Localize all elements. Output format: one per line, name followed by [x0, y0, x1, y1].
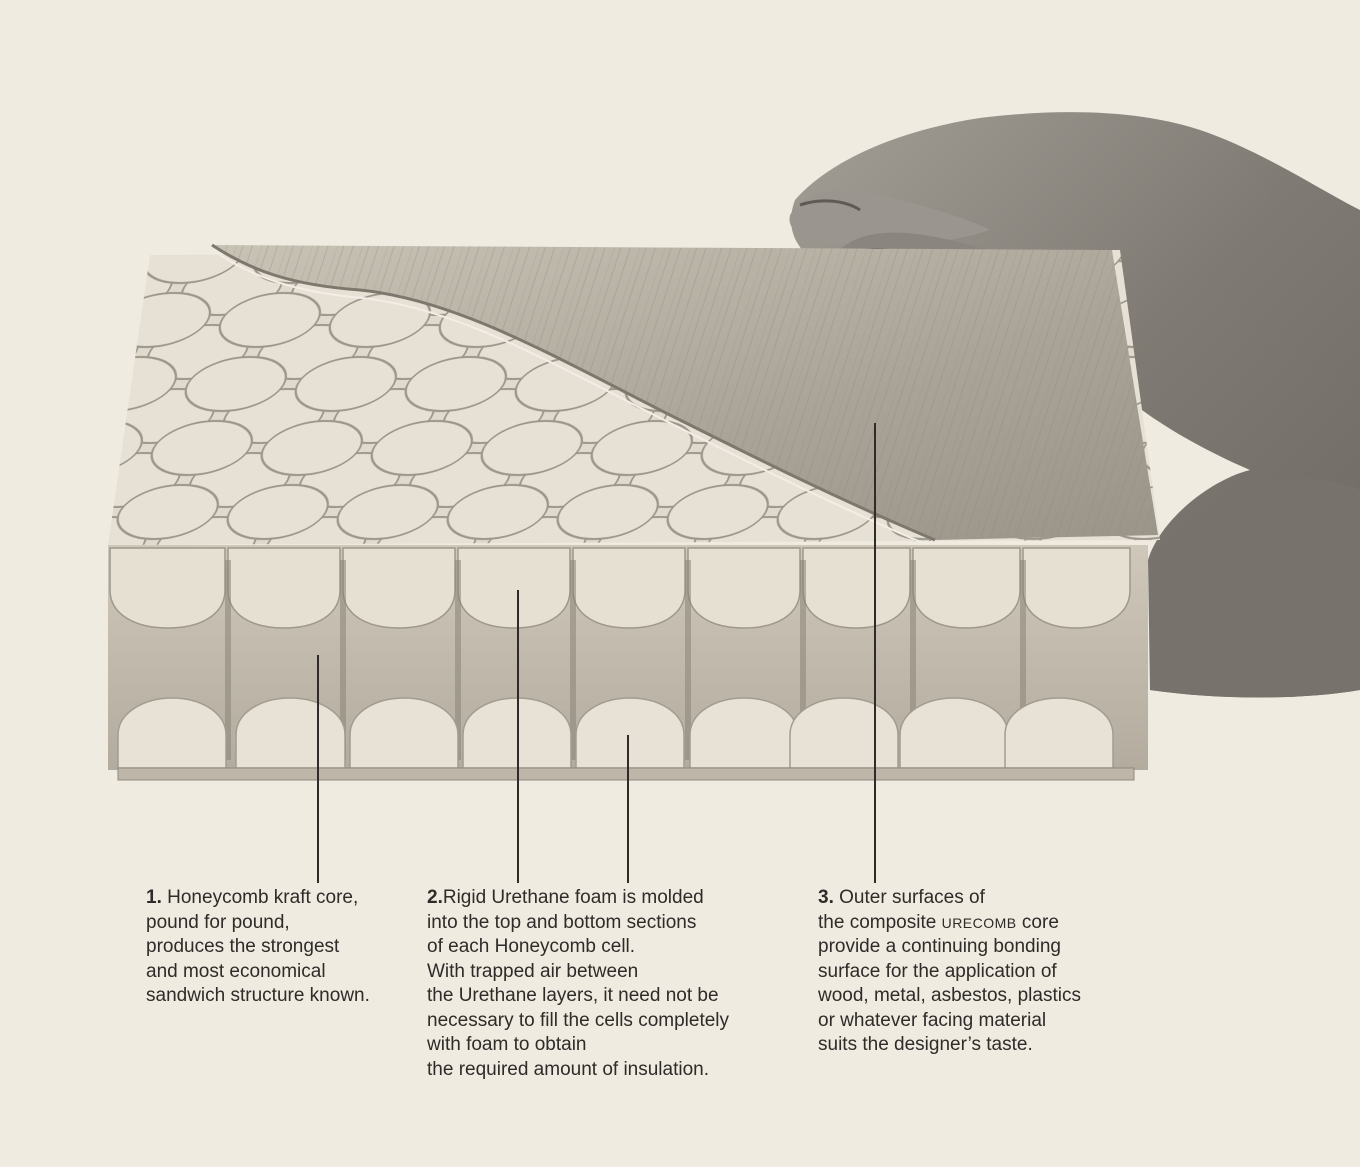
caption-line: core: [1017, 912, 1059, 933]
caption-number: 2.: [427, 887, 443, 908]
caption-line: With trapped air between: [427, 960, 729, 985]
caption-line: the composite: [818, 912, 942, 933]
caption-outer-surfaces: 3. Outer surfaces of the composite URECO…: [818, 886, 1081, 1058]
caption-line: surface for the application of: [818, 960, 1081, 985]
urecomb-brand-name: URECOMB: [942, 915, 1017, 931]
caption-number: 3.: [818, 887, 834, 908]
caption-line: provide a continuing bonding: [818, 935, 1081, 960]
caption-line: the required amount of insulation.: [427, 1058, 729, 1083]
caption-line: Rigid Urethane foam is molded: [443, 887, 704, 908]
caption-line: suits the designer’s taste.: [818, 1033, 1081, 1058]
caption-honeycomb-core: 1. Honeycomb kraft core, pound for pound…: [146, 886, 370, 1009]
caption-line: wood, metal, asbestos, plastics: [818, 984, 1081, 1009]
caption-line: of each Honeycomb cell.: [427, 935, 729, 960]
caption-line: the Urethane layers, it need not be: [427, 984, 729, 1009]
caption-line: Outer surfaces of: [839, 887, 985, 908]
caption-line: necessary to fill the cells completely: [427, 1009, 729, 1034]
caption-line: produces the strongest: [146, 935, 370, 960]
foam-cells-top: [110, 548, 1130, 628]
bottom-facing: [118, 768, 1134, 780]
caption-number: 1.: [146, 887, 162, 908]
caption-line: and most economical: [146, 960, 370, 985]
caption-line: pound for pound,: [146, 911, 370, 936]
caption-line: Honeycomb kraft core,: [167, 887, 358, 908]
caption-line: with foam to obtain: [427, 1033, 729, 1058]
caption-line: or whatever facing material: [818, 1009, 1081, 1034]
caption-line: sandwich structure known.: [146, 984, 370, 1009]
foam-cells-bottom: [118, 698, 1113, 768]
caption-line: into the top and bottom sections: [427, 911, 729, 936]
caption-urethane-foam: 2.Rigid Urethane foam is molded into the…: [427, 886, 729, 1082]
